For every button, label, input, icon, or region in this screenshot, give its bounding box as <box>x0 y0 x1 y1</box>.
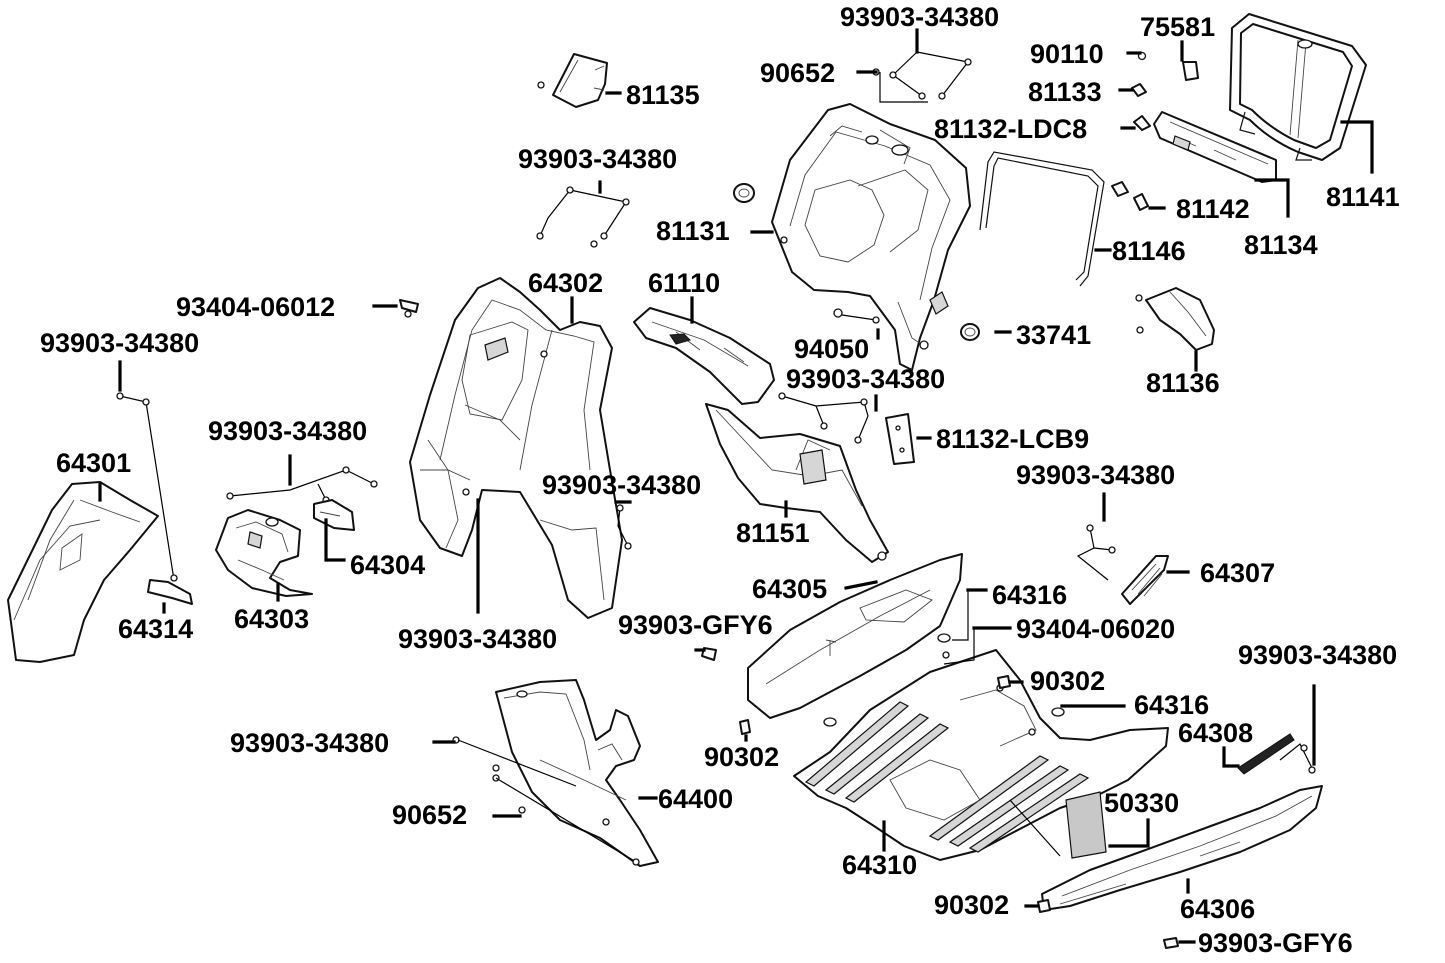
part-81131-shape <box>771 103 971 371</box>
label-81142: 81142 <box>1176 194 1250 224</box>
part-50330-shape <box>1065 791 1107 859</box>
part-81134-shape <box>1153 111 1277 183</box>
clip-group-d <box>778 392 869 444</box>
label-64400: 64400 <box>658 784 733 814</box>
label-64316-a: 64316 <box>992 580 1067 610</box>
label-90652-top: 90652 <box>760 58 835 88</box>
label-81151: 81151 <box>736 518 810 548</box>
label-81134: 81134 <box>1244 230 1318 260</box>
label-90110: 90110 <box>1030 39 1104 69</box>
label-81141: 81141 <box>1326 182 1400 212</box>
small-clips-right <box>1111 51 1199 211</box>
label-64308: 64308 <box>1178 718 1253 748</box>
part-33741-shape <box>960 323 980 341</box>
part-81132-lcb9-shape <box>885 413 915 465</box>
part-64316-grommets <box>823 633 1065 727</box>
label-64302: 64302 <box>528 268 603 298</box>
part-64314-shape <box>147 579 193 605</box>
label-93903-34380-d: 93903-34380 <box>1016 460 1175 490</box>
label-90652-b: 90652 <box>392 800 467 830</box>
part-64305-shape <box>747 553 963 719</box>
part-64302-shape <box>409 277 623 619</box>
label-81135: 81135 <box>626 80 700 110</box>
label-81131: 81131 <box>656 216 730 246</box>
label-33741: 33741 <box>1016 320 1091 350</box>
part-64307-shape <box>1076 524 1169 605</box>
label-81132-ldc8: 81132-LDC8 <box>934 114 1087 144</box>
label-93903-34380-top: 93903-34380 <box>840 2 999 32</box>
label-93404-06012: 93404-06012 <box>176 292 335 322</box>
label-94050: 94050 <box>794 334 869 364</box>
leader-lines <box>98 28 1374 944</box>
label-81146: 81146 <box>1112 236 1186 266</box>
label-93903-34380-h: 93903-34380 <box>398 624 557 654</box>
label-93903-34380-e: 93903-34380 <box>40 328 199 358</box>
part-81146-shape <box>979 151 1105 287</box>
part-64400-shape <box>495 679 659 867</box>
part-81151-shape <box>705 403 889 563</box>
label-64303: 64303 <box>234 604 309 634</box>
label-93903-gfy6-a: 93903-GFY6 <box>618 610 773 640</box>
part-81136-shape <box>1135 287 1215 351</box>
part-81135-shape <box>537 53 608 108</box>
misc-screws <box>701 68 1179 949</box>
label-90302-a: 90302 <box>1030 666 1105 696</box>
part-81141-shape <box>1229 13 1367 161</box>
label-93903-gfy6-b: 93903-GFY6 <box>1198 928 1353 958</box>
label-90302-c: 90302 <box>934 890 1009 920</box>
part-64308-shape <box>1237 733 1316 775</box>
label-61110: 61110 <box>648 268 720 298</box>
part-64306-shape <box>1041 785 1323 911</box>
label-64316-b: 64316 <box>1134 690 1209 720</box>
label-64307: 64307 <box>1200 558 1275 588</box>
label-64306: 64306 <box>1180 894 1255 924</box>
clip-rod-e <box>116 392 178 582</box>
label-64314: 64314 <box>118 614 193 644</box>
part-61110-shape <box>633 307 775 405</box>
label-93903-34380-g: 93903-34380 <box>542 470 701 500</box>
part-81131-knob <box>733 183 755 203</box>
label-50330: 50330 <box>1104 788 1179 818</box>
clip-group-g <box>616 504 632 550</box>
clip-group-f <box>226 466 378 504</box>
part-64303-shape <box>215 509 313 597</box>
label-64310: 64310 <box>842 850 917 880</box>
label-93903-34380-i: 93903-34380 <box>230 728 389 758</box>
part-labels: 93903-34380 75581 90110 90652 81135 8113… <box>40 2 1400 958</box>
screws-64400 <box>452 736 640 866</box>
part-64310-shape <box>793 649 1169 861</box>
label-93903-34380-b: 93903-34380 <box>518 144 677 174</box>
label-81136: 81136 <box>1146 368 1220 398</box>
label-93903-34380-j: 93903-34380 <box>1238 640 1397 670</box>
label-93903-34380-f: 93903-34380 <box>208 416 367 446</box>
clip-group-b <box>536 186 630 248</box>
label-90302-b: 90302 <box>704 742 779 772</box>
label-93404-06020: 93404-06020 <box>1016 614 1175 644</box>
label-81133: 81133 <box>1028 77 1102 107</box>
label-93903-34380-c: 93903-34380 <box>786 364 945 394</box>
label-64304: 64304 <box>350 550 425 580</box>
clip-group-top <box>889 51 972 100</box>
label-64305: 64305 <box>752 574 827 604</box>
part-64301-shape <box>7 481 159 663</box>
label-64301: 64301 <box>56 448 131 478</box>
part-93404-06012-shape <box>399 299 419 318</box>
part-64304-shape <box>313 499 355 531</box>
label-81132-lcb9: 81132-LCB9 <box>936 424 1089 454</box>
part-94050-shape <box>833 308 880 324</box>
label-75581: 75581 <box>1140 12 1215 42</box>
